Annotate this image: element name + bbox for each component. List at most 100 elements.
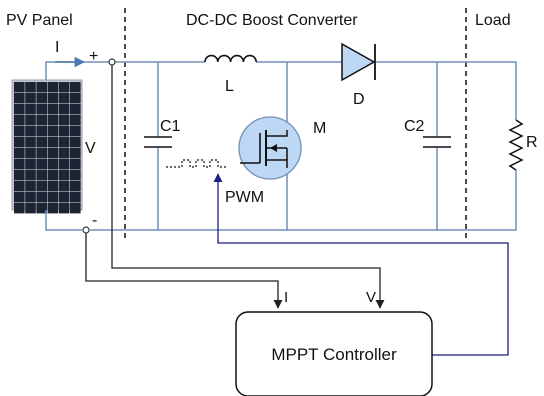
solar-cell bbox=[25, 104, 36, 115]
inductor-label: L bbox=[225, 78, 234, 95]
solar-panel-icon bbox=[11, 79, 83, 214]
solar-cell bbox=[70, 181, 81, 192]
solar-cell bbox=[36, 181, 47, 192]
load-title: Load bbox=[475, 12, 511, 29]
solar-cell bbox=[25, 192, 36, 203]
output-capacitor-icon bbox=[423, 136, 451, 148]
voltage-sense-wire bbox=[111, 65, 385, 309]
plus-node bbox=[108, 58, 116, 66]
solar-cell bbox=[36, 126, 47, 137]
diode-icon bbox=[341, 42, 376, 82]
solar-cell bbox=[70, 93, 81, 104]
solar-cell bbox=[70, 203, 81, 214]
pwm-feedback-wire bbox=[213, 173, 509, 356]
solar-cell bbox=[14, 148, 25, 159]
solar-cell bbox=[47, 104, 59, 115]
solar-cell bbox=[14, 137, 25, 148]
solar-cell bbox=[58, 82, 70, 93]
solar-cell bbox=[47, 192, 59, 203]
solar-cell bbox=[70, 148, 81, 159]
solar-cell bbox=[14, 82, 25, 93]
solar-cell bbox=[14, 203, 25, 214]
solar-cell bbox=[58, 148, 70, 159]
mosfet-icon bbox=[238, 116, 302, 180]
mppt-controller-box bbox=[235, 311, 433, 396]
solar-cell bbox=[14, 115, 25, 126]
mosfet-label: M bbox=[313, 120, 326, 137]
solar-cell bbox=[47, 82, 59, 93]
solar-cell bbox=[14, 181, 25, 192]
solar-cell bbox=[47, 181, 59, 192]
pv-panel-title: PV Panel bbox=[6, 12, 73, 29]
solar-cell bbox=[70, 159, 81, 170]
converter-title: DC-DC Boost Converter bbox=[186, 12, 358, 29]
solar-cell bbox=[25, 170, 36, 181]
solar-cell bbox=[36, 82, 47, 93]
current-sense-wire bbox=[85, 233, 283, 309]
diode-label: D bbox=[353, 91, 365, 108]
pwm-label: PWM bbox=[225, 189, 264, 206]
power-wiring bbox=[45, 61, 517, 231]
solar-cell bbox=[25, 82, 36, 93]
solar-cell bbox=[47, 126, 59, 137]
solar-cell bbox=[47, 148, 59, 159]
solar-cell bbox=[58, 170, 70, 181]
pv-plus-label: + bbox=[89, 48, 98, 65]
solar-cell bbox=[25, 126, 36, 137]
pv-voltage-label: V bbox=[85, 140, 96, 157]
solar-cell bbox=[36, 93, 47, 104]
solar-cell bbox=[70, 170, 81, 181]
solar-cell bbox=[36, 104, 47, 115]
controller-voltage-label: V bbox=[366, 289, 376, 306]
solar-cell bbox=[58, 159, 70, 170]
solar-cell bbox=[14, 192, 25, 203]
c1-label: C1 bbox=[160, 118, 181, 135]
solar-cell bbox=[58, 126, 70, 137]
pwm-pulse-icon bbox=[166, 159, 228, 168]
resistor-label: R bbox=[526, 134, 538, 151]
solar-cell bbox=[70, 126, 81, 137]
mppt-controller-title: MPPT Controller bbox=[271, 345, 397, 364]
solar-cell bbox=[25, 115, 36, 126]
solar-cell bbox=[47, 137, 59, 148]
solar-cell bbox=[70, 192, 81, 203]
solar-cell bbox=[47, 203, 59, 214]
solar-cell bbox=[70, 82, 81, 93]
solar-cell bbox=[70, 115, 81, 126]
solar-cell bbox=[47, 159, 59, 170]
solar-cell bbox=[58, 181, 70, 192]
pv-minus-label: - bbox=[92, 212, 97, 229]
solar-cell bbox=[47, 115, 59, 126]
resistor-icon bbox=[508, 119, 524, 171]
solar-cell bbox=[58, 93, 70, 104]
c2-label: C2 bbox=[404, 118, 425, 135]
minus-node bbox=[82, 226, 90, 234]
solar-cell bbox=[58, 203, 70, 214]
controller-current-label: I bbox=[284, 289, 288, 306]
solar-cell bbox=[47, 93, 59, 104]
solar-cell bbox=[58, 192, 70, 203]
solar-cell bbox=[36, 137, 47, 148]
solar-cell bbox=[36, 115, 47, 126]
solar-cell bbox=[36, 192, 47, 203]
solar-cell bbox=[14, 170, 25, 181]
solar-cell bbox=[36, 148, 47, 159]
solar-cell bbox=[36, 159, 47, 170]
solar-cell bbox=[25, 159, 36, 170]
solar-cell bbox=[25, 137, 36, 148]
solar-cell bbox=[25, 203, 36, 214]
solar-cell bbox=[36, 170, 47, 181]
solar-cell bbox=[14, 159, 25, 170]
solar-cell bbox=[25, 181, 36, 192]
solar-cell bbox=[25, 148, 36, 159]
inductor-icon bbox=[204, 54, 257, 63]
solar-cell bbox=[58, 137, 70, 148]
solar-cell bbox=[70, 104, 81, 115]
capacitor-icon bbox=[144, 136, 172, 148]
solar-cell bbox=[58, 104, 70, 115]
solar-cell bbox=[47, 170, 59, 181]
pv-current-label: I bbox=[55, 39, 59, 56]
solar-cell bbox=[14, 126, 25, 137]
